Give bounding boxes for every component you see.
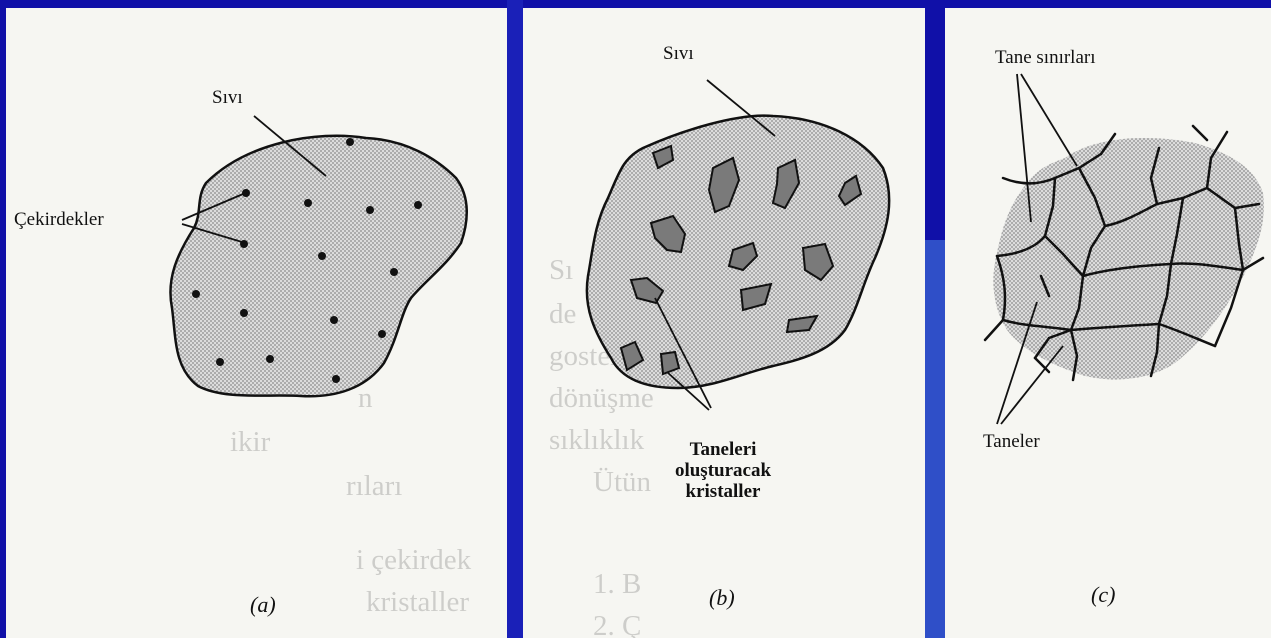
grain-boundaries-label: Tane sınırları (995, 48, 1096, 69)
background-stripe-left (507, 0, 523, 638)
nucleus (266, 355, 274, 363)
nucleus (378, 330, 386, 338)
nucleus (216, 358, 224, 366)
nucleus (240, 309, 248, 317)
nucleus (242, 189, 250, 197)
crystals-label: Taneleri oluşturacak kristaller (673, 440, 773, 503)
solid-region (993, 138, 1264, 380)
growing-crystals-diagram (523, 8, 925, 638)
solidification-nuclei-diagram (6, 8, 507, 638)
nucleus (330, 316, 338, 324)
nucleus (304, 199, 312, 207)
liquid-label: Sıvı (663, 44, 694, 65)
grains-label: Taneler (983, 432, 1040, 453)
nucleus (366, 206, 374, 214)
liquid-region (170, 136, 466, 396)
nucleus (346, 138, 354, 146)
grain-structure-diagram (945, 8, 1271, 638)
panel-c: Tane sınırları Taneler (c) (945, 8, 1271, 638)
nucleus (390, 268, 398, 276)
panel-b: Sı de goster dönüşme sıklıklık Ütün 1. B… (523, 8, 925, 638)
nucleus (414, 201, 422, 209)
caption-c: (c) (1091, 583, 1115, 607)
nucleus (332, 375, 340, 383)
background-stripe-right (925, 240, 945, 638)
nuclei-label: Çekirdekler (14, 210, 104, 231)
nucleus (318, 252, 326, 260)
caption-b: (b) (709, 586, 735, 610)
caption-a: (a) (250, 593, 276, 617)
panel-a: ier ar r n ikir rıları i çekirdek krista… (6, 8, 507, 638)
nucleus (192, 290, 200, 298)
liquid-label: Sıvı (212, 88, 243, 109)
boundaries-pointer (1021, 74, 1077, 166)
